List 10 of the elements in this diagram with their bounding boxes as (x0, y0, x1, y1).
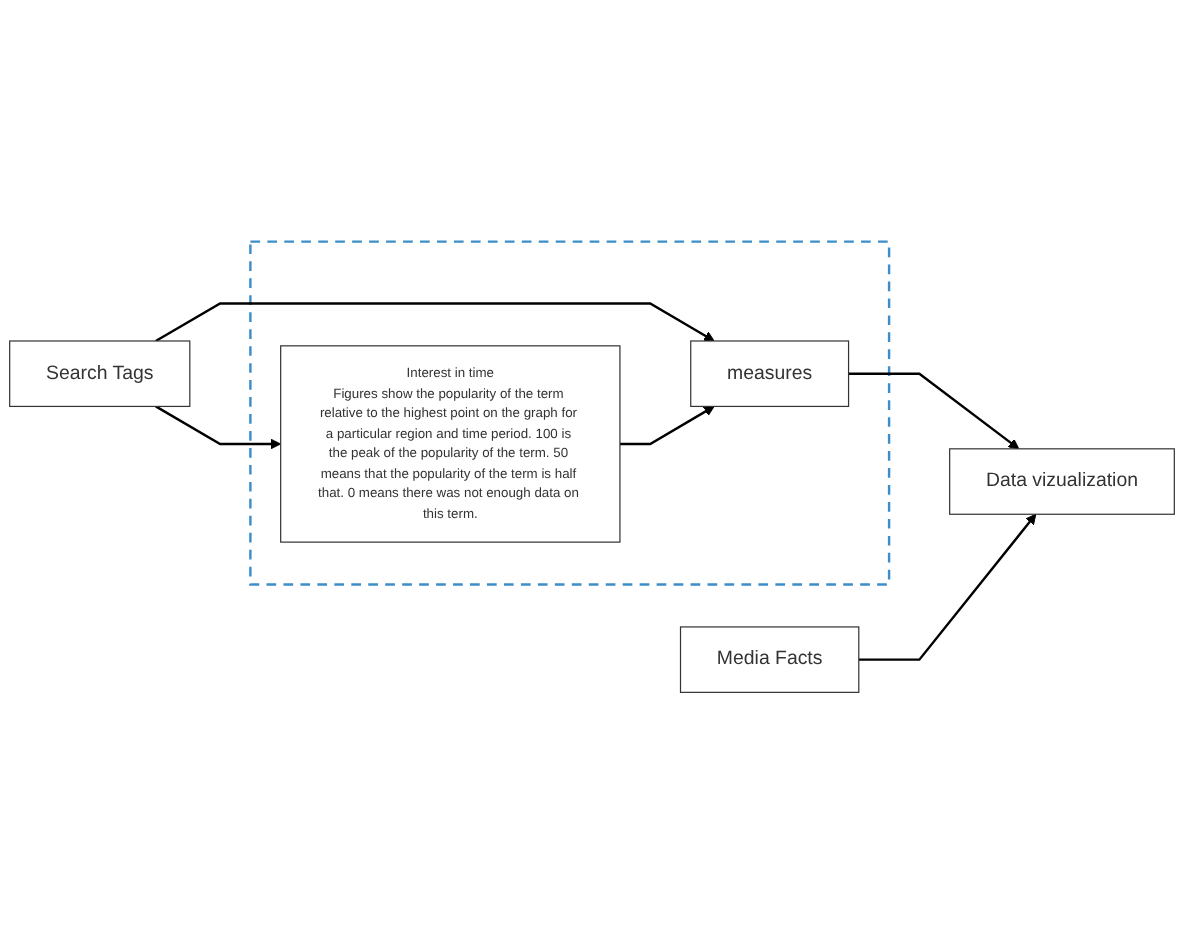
arrow (155, 302, 715, 343)
arrow (155, 405, 282, 450)
node-box: Search Tags (9, 340, 191, 408)
node-box: Media Facts (679, 626, 860, 693)
node-box: measures (690, 340, 850, 408)
arrow (848, 372, 1020, 450)
arrow (619, 405, 715, 446)
arrow (858, 513, 1037, 661)
cluster (249, 240, 891, 586)
node-box: Data vizualization (949, 448, 1175, 515)
